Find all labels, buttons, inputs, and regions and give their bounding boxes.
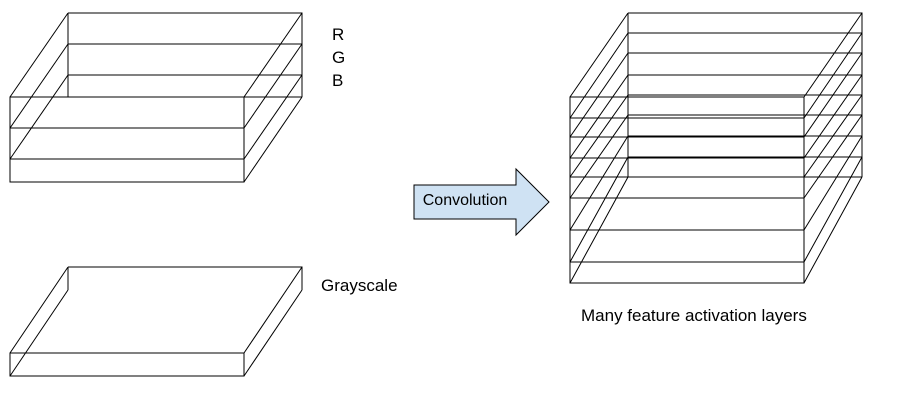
rgb-label-g: G <box>332 48 346 67</box>
rgb-layer-stack <box>9 12 303 183</box>
rgb-label-r: R <box>332 25 345 44</box>
convolution-label: Convolution <box>422 192 508 209</box>
grayscale-layer <box>9 266 303 377</box>
output-label: Many feature activation layers <box>581 306 807 325</box>
convolution-arrow <box>413 167 550 237</box>
feature-activation-stack <box>569 12 863 284</box>
rgb-label-b: B <box>332 71 344 90</box>
grayscale-label: Grayscale <box>321 276 398 295</box>
